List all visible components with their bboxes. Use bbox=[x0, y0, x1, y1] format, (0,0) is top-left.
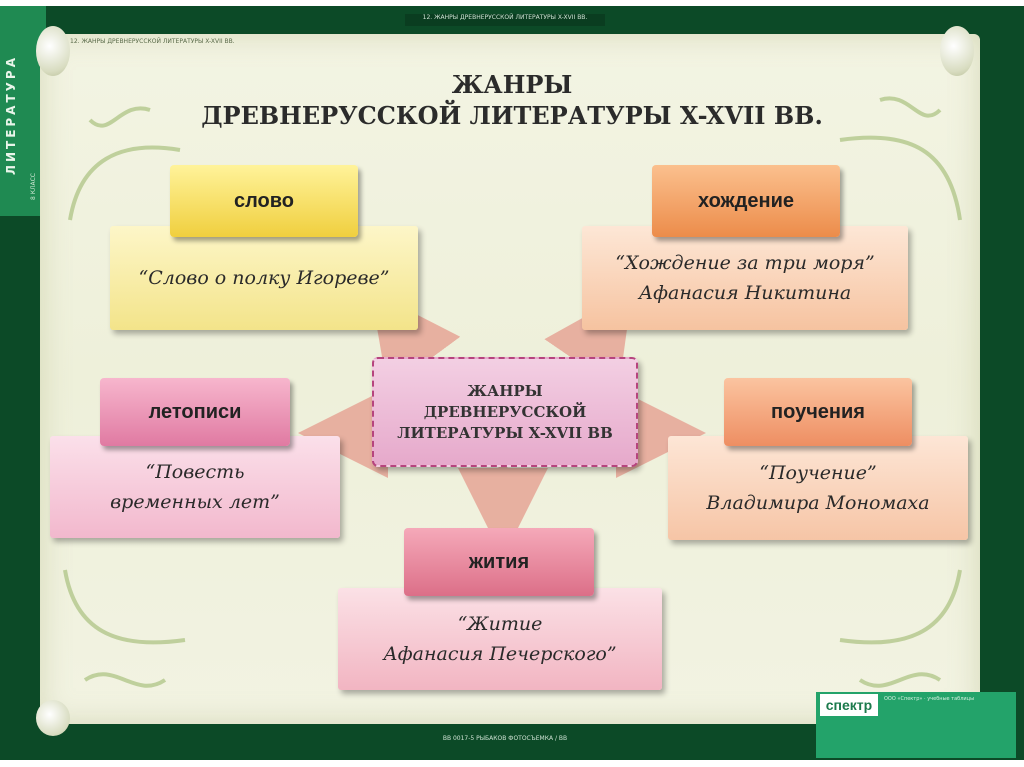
diagram-title: ЖАНРЫ ДРЕВНЕРУССКОЙ ЛИТЕРАТУРЫ X-XVII ВВ… bbox=[150, 70, 874, 132]
poucheniya-description: “Поучение” Владимира Мономаха bbox=[668, 436, 968, 540]
ornament-bottom-left bbox=[63, 569, 186, 688]
khozhdenie-work-line-2: Афанасия Никитина bbox=[638, 282, 852, 304]
bottom-strip-caption: ВВ 0017-5 РЫБАКОВ ФОТОСЪЕМКА / ВВ bbox=[442, 735, 568, 742]
slovo-description: “Слово о полку Игореве” bbox=[110, 226, 418, 330]
scroll-roll-top-right bbox=[940, 26, 974, 76]
center-line-3: ЛИТЕРАТУРЫ X-XVII ВВ bbox=[397, 423, 613, 442]
top-strip-caption: 12. ЖАНРЫ ДРЕВНЕРУССКОЙ ЛИТЕРАТУРЫ X-XVI… bbox=[405, 14, 605, 26]
poucheniya-label: поучения bbox=[724, 378, 912, 446]
zhitiya-work-line-1: “Житие bbox=[457, 613, 543, 635]
central-node: ЖАНРЫ ДРЕВНЕРУССКОЙ ЛИТЕРАТУРЫ X-XVII ВВ bbox=[372, 357, 638, 467]
scroll-roll-bottom-left bbox=[36, 700, 70, 736]
poucheniya-work-line-2: Владимира Мономаха bbox=[706, 492, 930, 514]
letopisi-work-line-2: временных лет” bbox=[110, 491, 280, 513]
zhitiya-work-line-2: Афанасия Печерского” bbox=[383, 643, 617, 665]
letopisi-description: “Повесть временных лет” bbox=[50, 436, 340, 538]
zhitiya-label: жития bbox=[404, 528, 594, 596]
slovo-work: “Слово о полку Игореве” bbox=[138, 267, 390, 289]
zhitiya-description: “Житие Афанасия Печерского” bbox=[338, 588, 662, 690]
letopisi-work-line-1: “Повесть bbox=[145, 461, 245, 483]
center-line-2: ДРЕВНЕРУССКОЙ bbox=[423, 402, 587, 421]
ornament-top-left bbox=[68, 106, 181, 221]
khozhdenie-description: “Хождение за три моря” Афанасия Никитина bbox=[582, 226, 908, 330]
poucheniya-work-line-1: “Поучение” bbox=[759, 462, 877, 484]
publisher-logo: спектр bbox=[820, 694, 878, 716]
publisher-info: ООО «Спектр» · учебные таблицы bbox=[884, 696, 975, 702]
ornament-bottom-right bbox=[839, 569, 962, 688]
letopisi-label: летописи bbox=[100, 378, 290, 446]
slovo-label: слово bbox=[170, 165, 358, 237]
khozhdenie-label: хождение bbox=[652, 165, 840, 237]
scroll-roll-top-left bbox=[36, 26, 70, 76]
scroll-header-caption: 12. ЖАНРЫ ДРЕВНЕРУССКОЙ ЛИТЕРАТУРЫ X-XVI… bbox=[70, 38, 235, 45]
ornament-top-right bbox=[839, 96, 962, 221]
title-line-1: ЖАНРЫ bbox=[451, 70, 573, 99]
center-line-1: ЖАНРЫ bbox=[467, 381, 543, 400]
title-line-2: ДРЕВНЕРУССКОЙ ЛИТЕРАТУРЫ X-XVII ВВ. bbox=[201, 101, 823, 130]
khozhdenie-work-line-1: “Хождение за три моря” bbox=[615, 252, 875, 274]
